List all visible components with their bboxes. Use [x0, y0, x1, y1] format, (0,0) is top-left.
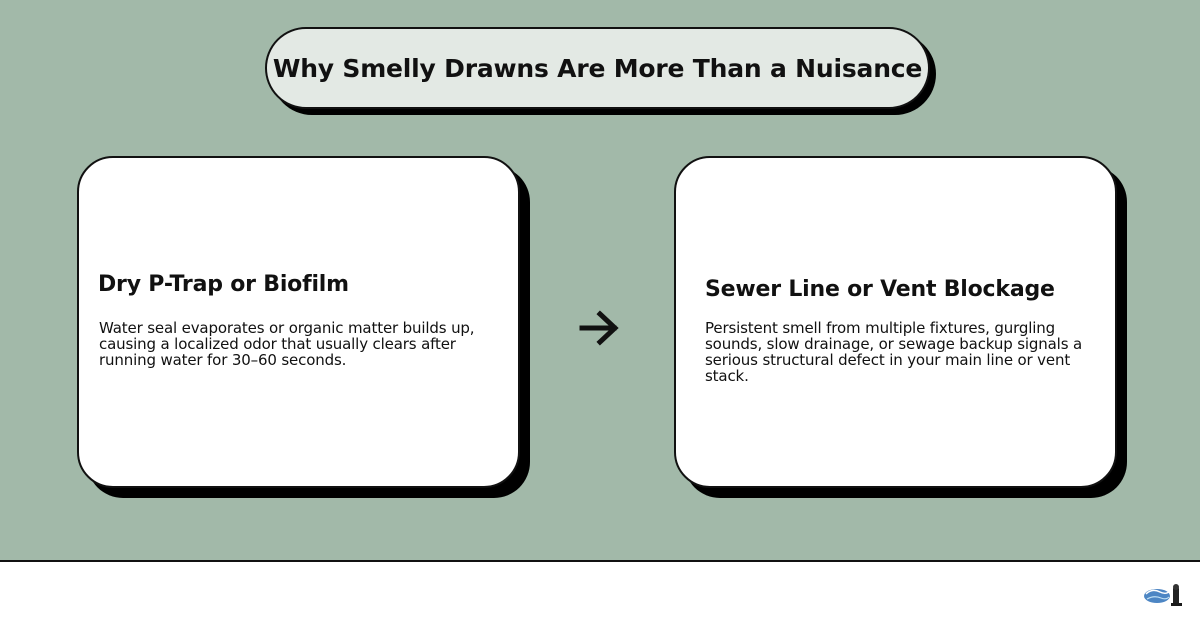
arrow-right-icon — [579, 310, 619, 346]
diagram-stage: Why Smelly Drawns Are More Than a Nuisan… — [0, 0, 1200, 562]
card-dry-p-trap: Dry P-Trap or Biofilm Water seal evapora… — [77, 156, 520, 488]
card-heading: Dry P-Trap or Biofilm — [98, 272, 349, 297]
diagram-title: Why Smelly Drawns Are More Than a Nuisan… — [272, 53, 923, 83]
title-pill: Why Smelly Drawns Are More Than a Nuisan… — [265, 27, 930, 109]
card-heading: Sewer Line or Vent Blockage — [705, 277, 1055, 302]
brand-logo-icon — [1144, 584, 1182, 606]
card-body: Water seal evaporates or organic matter … — [99, 319, 475, 369]
card-body: Persistent smell from multiple fixtures,… — [705, 319, 1083, 385]
card-sewer-line: Sewer Line or Vent Blockage Persistent s… — [674, 156, 1117, 488]
